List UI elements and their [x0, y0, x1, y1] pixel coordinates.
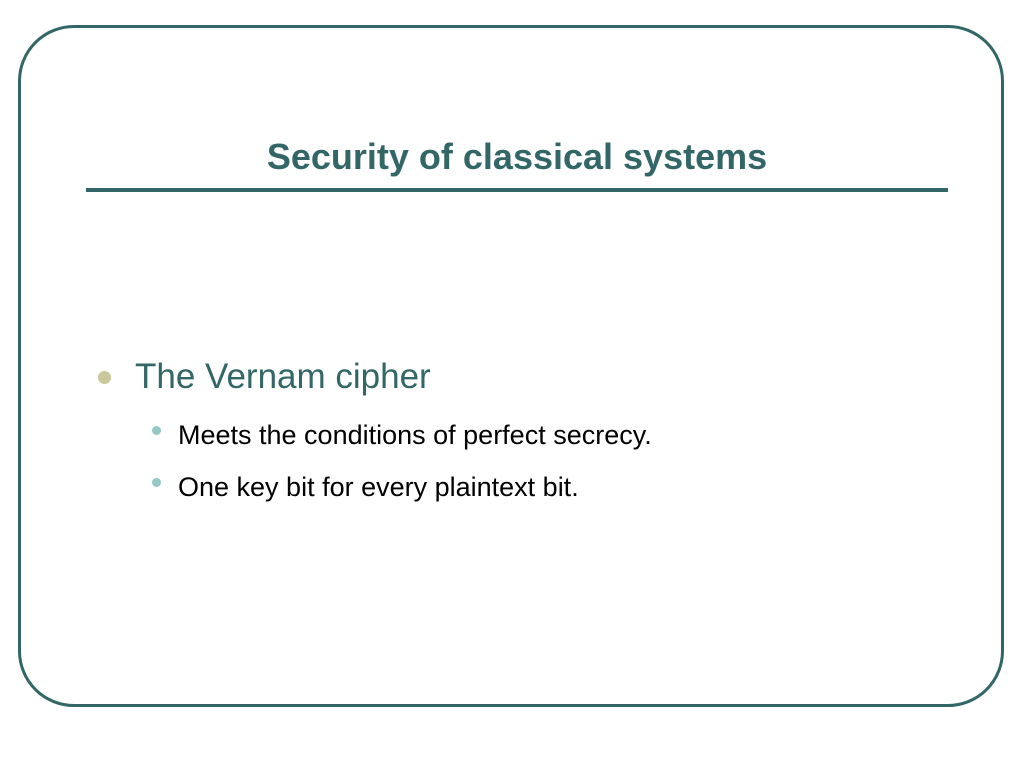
slide-title: Security of classical systems [266, 136, 768, 177]
sub-bullet-item: One key bit for every plaintext bit. [152, 468, 579, 506]
sub-bullet-item: Meets the conditions of perfect secrecy. [152, 416, 652, 454]
slide-frame [18, 25, 1004, 707]
title-underline [86, 188, 948, 192]
sub-bullet-dot-icon [152, 477, 161, 487]
bullet-item: The Vernam cipher [98, 354, 431, 400]
sub-bullet-dot-icon [152, 425, 161, 435]
bullet-dot-icon [98, 370, 111, 384]
sub-bullet-text: Meets the conditions of perfect secrecy. [178, 420, 652, 450]
sub-bullet-text: One key bit for every plaintext bit. [178, 472, 579, 502]
bullet-text: The Vernam cipher [135, 357, 431, 396]
